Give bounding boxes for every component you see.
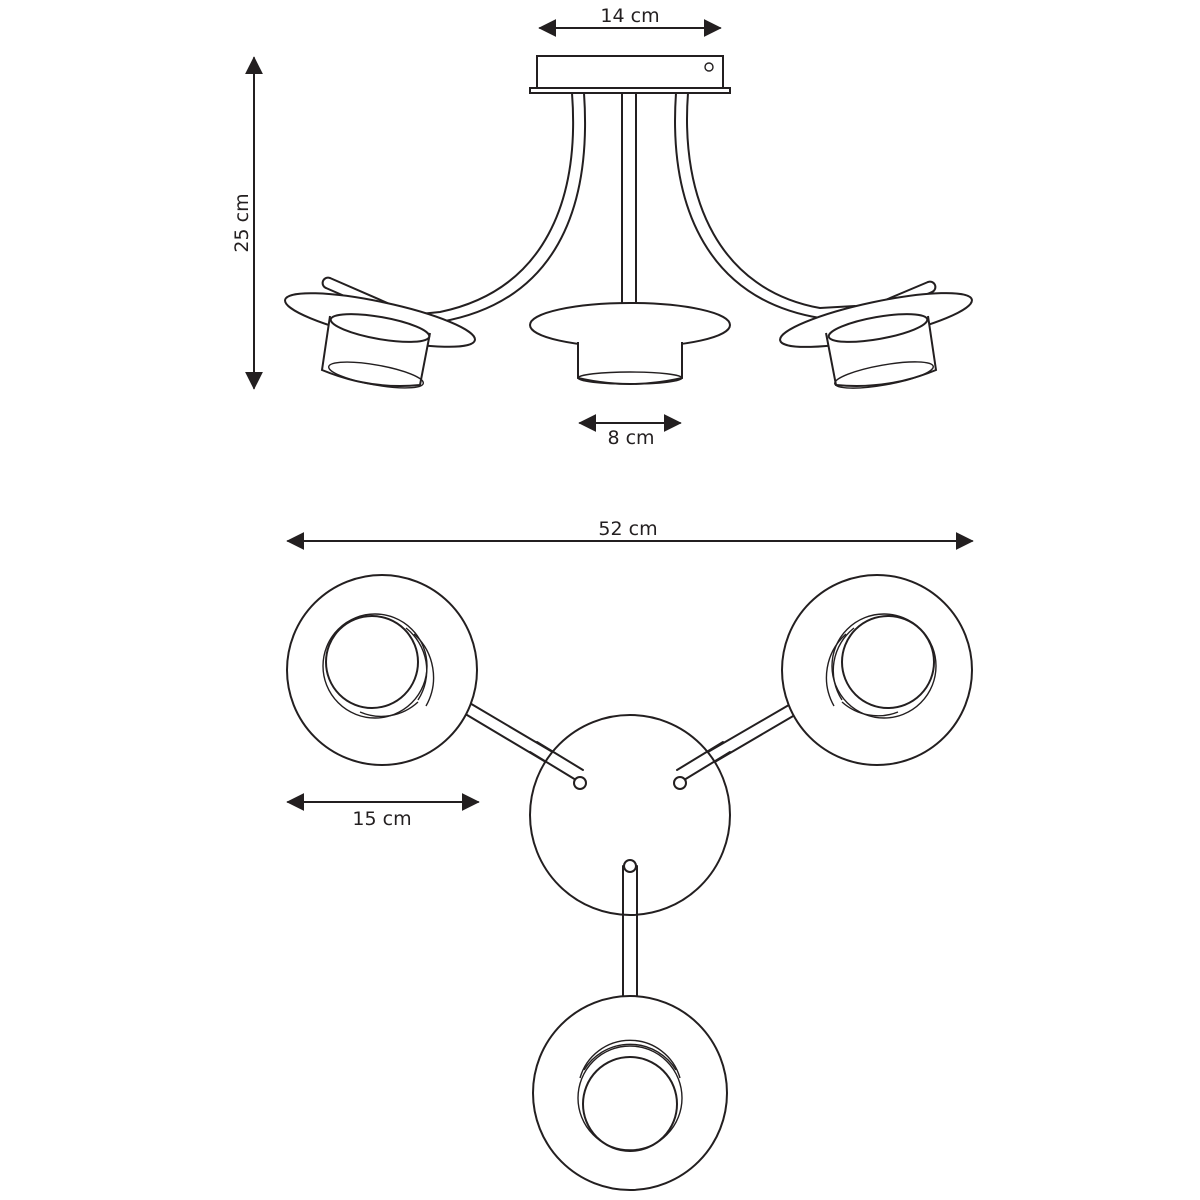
label-shade-width: 8 cm: [607, 427, 654, 449]
label-height: 25 cm: [231, 193, 253, 252]
label-overall-width: 52 cm: [598, 518, 657, 540]
arm-right: [674, 92, 937, 320]
side-view: 14 cm 25 cm: [231, 5, 973, 449]
lamp-left-side: [284, 292, 476, 389]
lamp-right-side: [779, 292, 973, 389]
ceiling-canopy: [529, 55, 731, 94]
dimension-disc-width: 15 cm: [286, 793, 480, 830]
lamp-center-side: [529, 302, 731, 385]
arm-center: [616, 92, 642, 323]
dimension-overall-width: 52 cm: [286, 518, 974, 550]
lamp-left-top: [286, 574, 478, 766]
dimension-shade-width: 8 cm: [578, 414, 682, 449]
dimension-height: 25 cm: [231, 56, 263, 390]
top-arm-ends: [529, 741, 731, 916]
lamp-bottom-top: [532, 995, 728, 1191]
top-view: 52 cm: [286, 518, 974, 1191]
dimension-base-width: 14 cm: [538, 5, 722, 37]
label-disc-width: 15 cm: [352, 808, 411, 830]
lamp-right-top: [781, 574, 973, 766]
canopy-top: [529, 714, 731, 916]
arm-left: [321, 92, 586, 327]
label-base-width: 14 cm: [600, 5, 659, 27]
